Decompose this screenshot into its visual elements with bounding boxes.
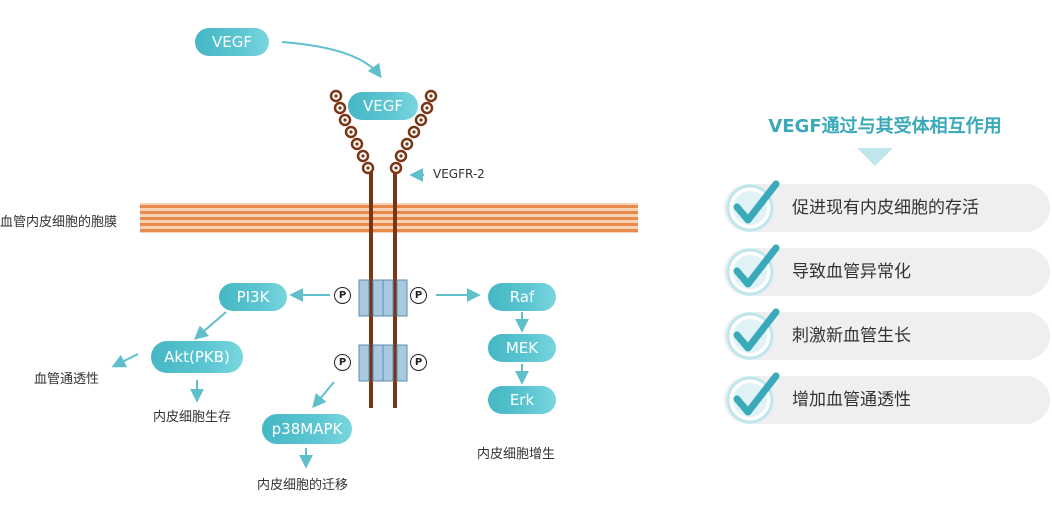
- phospho-marker: P: [410, 354, 427, 371]
- node-p38mapk: p38MAPK: [262, 414, 352, 444]
- outcome-permeability: 血管通透性: [34, 372, 100, 387]
- receptor-label: VEGFR-2: [433, 167, 485, 181]
- effect-text: 刺激新血管生长: [792, 326, 911, 346]
- outcome-proliferation: 内皮细胞增生: [477, 447, 556, 462]
- vegf-ligand-bound: VEGF: [348, 92, 418, 120]
- node-pi3k: PI3K: [219, 283, 287, 311]
- membrane-label: 血管内皮细胞的胞膜: [0, 215, 118, 230]
- effect-text: 增加血管通透性: [792, 390, 911, 410]
- check-badge-icon: [726, 244, 780, 296]
- effect-row: 导致血管异常化: [724, 244, 1050, 296]
- node-mek: MEK: [488, 334, 556, 362]
- effect-row: 增加血管通透性: [724, 372, 1050, 424]
- node-akt: Akt(PKB): [151, 341, 243, 373]
- check-badge-icon: [726, 308, 780, 360]
- check-badge-icon: [726, 180, 780, 232]
- outcome-migration: 内皮细胞的迁移: [257, 478, 349, 493]
- cell-membrane: [140, 203, 638, 233]
- node-raf: Raf: [488, 283, 556, 311]
- arrow-to-permeability: [111, 353, 139, 368]
- node-erk: Erk: [488, 386, 556, 414]
- phospho-marker: P: [334, 287, 351, 304]
- vegf-ligand-free: VEGF: [195, 28, 269, 56]
- chevron-down-icon: [857, 148, 893, 166]
- phospho-marker: P: [410, 287, 427, 304]
- check-badge-icon: [726, 372, 780, 424]
- effect-text: 促进现有内皮细胞的存活: [792, 198, 979, 218]
- arrow-to-akt: [193, 311, 227, 340]
- binding-arrow: [281, 41, 382, 79]
- effect-text: 导致血管异常化: [792, 262, 911, 282]
- outcome-survival: 内皮细胞生存: [153, 410, 232, 425]
- vegfr2-receptor: [329, 89, 438, 408]
- panel-title: VEGF通过与其受体相互作用: [768, 116, 1002, 137]
- effect-row: 刺激新血管生长: [724, 308, 1050, 360]
- effect-row: 促进现有内皮细胞的存活: [724, 180, 1050, 232]
- arrow-to-p38: [312, 381, 335, 409]
- phospho-marker: P: [334, 354, 351, 371]
- pathway-arrows: [111, 41, 529, 469]
